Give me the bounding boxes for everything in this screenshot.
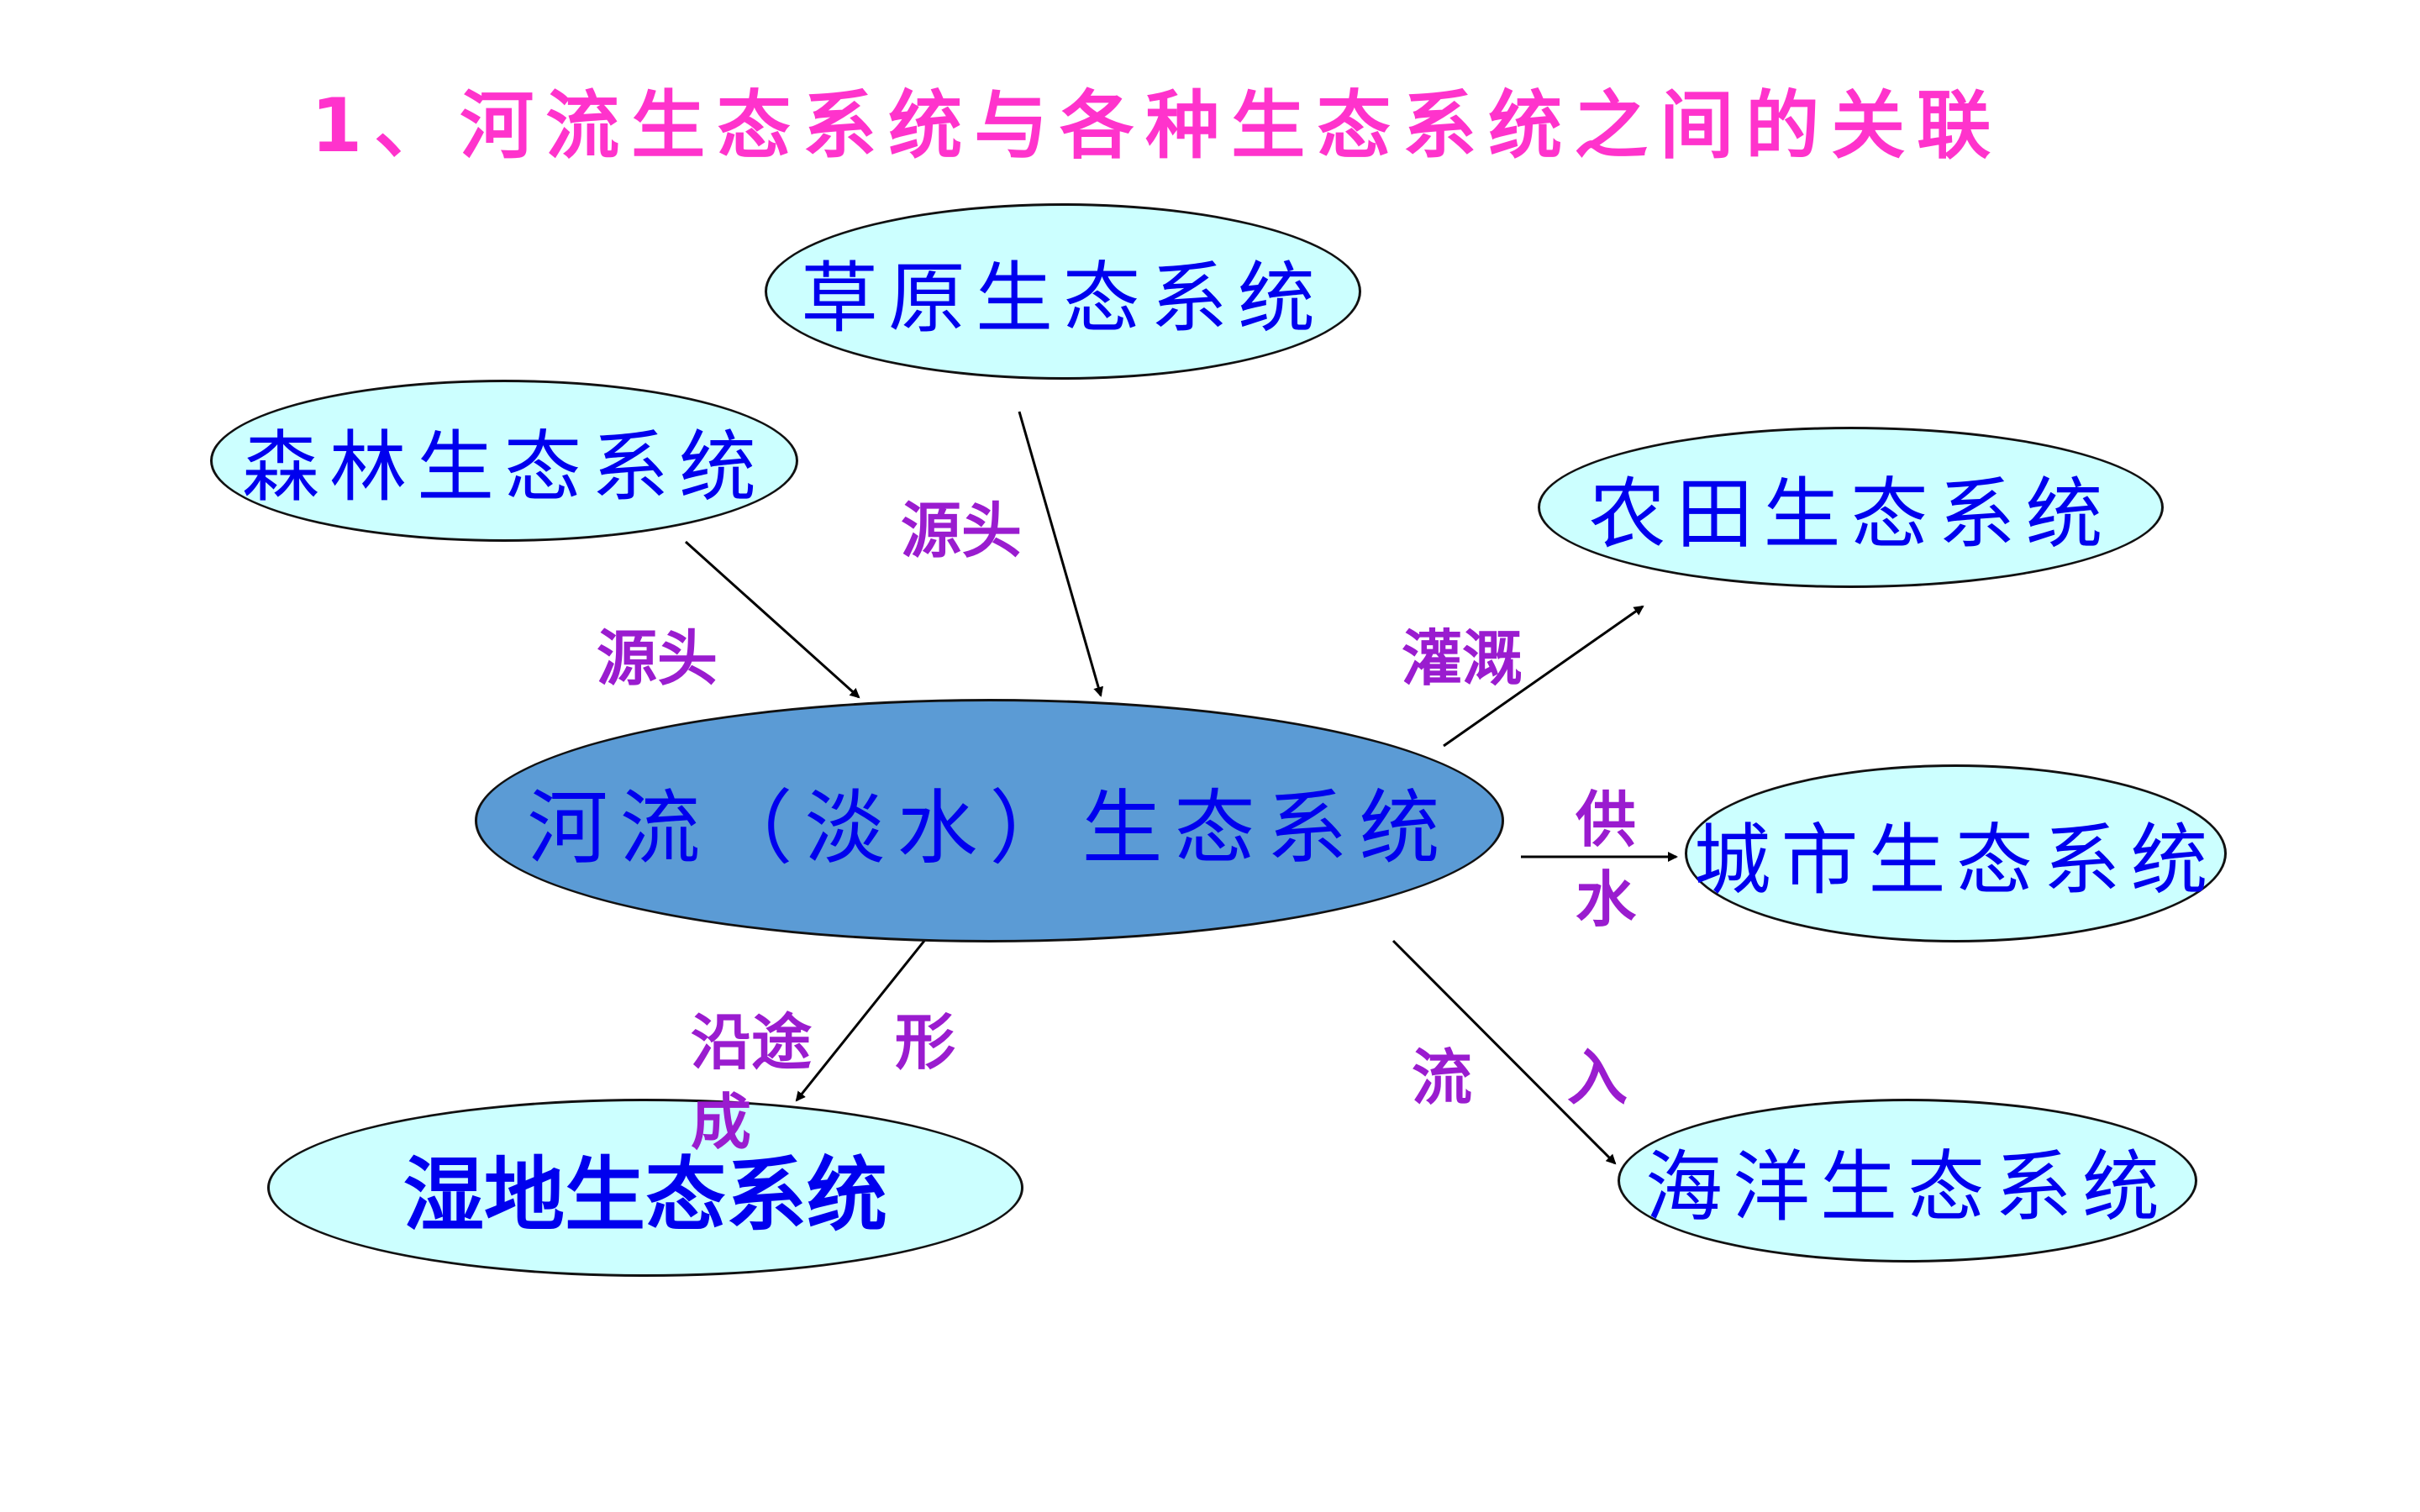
label-forest-source: 源头 bbox=[597, 623, 718, 694]
node-wetland: 湿地生态系统 bbox=[267, 1099, 1023, 1277]
label-irrigation: 灌溉 bbox=[1402, 623, 1523, 694]
node-farmland: 农田生态系统 bbox=[1538, 427, 2164, 588]
node-forest: 森林生态系统 bbox=[210, 380, 798, 542]
label-flow-2: 入 bbox=[1567, 1042, 1628, 1113]
arrow-river-to-ocean bbox=[1392, 939, 1617, 1165]
arrow-river-to-wetland bbox=[795, 940, 926, 1102]
node-river-center: 河流（淡水）生态系统 bbox=[475, 699, 1504, 942]
label-water-supply-1: 供 bbox=[1576, 785, 1637, 855]
slide-title: 1、河流生态系统与各种生态系统之间的关联 bbox=[311, 82, 2003, 169]
label-along-2: 形 bbox=[895, 1007, 956, 1078]
label-along-3: 成 bbox=[691, 1087, 752, 1158]
arrow-forest-to-river bbox=[684, 540, 860, 699]
arrow-grassland-to-river bbox=[1018, 411, 1104, 697]
label-flow-1: 流 bbox=[1412, 1042, 1473, 1113]
node-city: 城市生态系统 bbox=[1685, 764, 2227, 942]
label-along-1: 沿途 bbox=[691, 1007, 813, 1078]
label-grassland-source: 源头 bbox=[901, 496, 1023, 566]
label-water-supply-2: 水 bbox=[1576, 864, 1637, 935]
node-ocean: 海洋生态系统 bbox=[1618, 1099, 2197, 1263]
node-grassland: 草原生态系统 bbox=[765, 203, 1361, 380]
arrow-river-to-farmland bbox=[1443, 605, 1644, 748]
